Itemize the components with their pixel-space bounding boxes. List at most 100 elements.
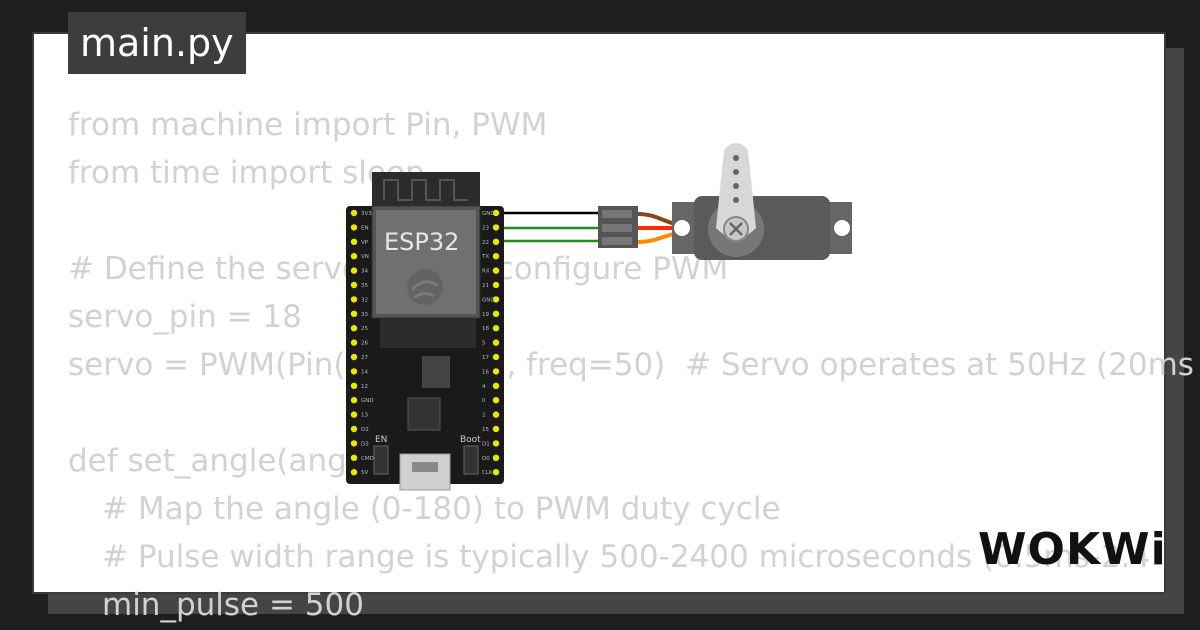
pin-25[interactable] (350, 325, 358, 332)
pin-label: 25 (361, 326, 368, 332)
pin-label: GND (482, 211, 495, 217)
pin-en[interactable] (350, 224, 358, 231)
pin-d3[interactable] (350, 440, 358, 447)
pin-label: 22 (482, 240, 489, 246)
pin-clk[interactable] (492, 469, 500, 476)
pin-15[interactable] (492, 425, 500, 433)
en-button[interactable] (373, 445, 389, 475)
pin-33[interactable] (350, 310, 358, 317)
pin-label: 13 (361, 413, 368, 419)
pin-d2[interactable] (350, 425, 358, 433)
pin-label: GND (482, 297, 495, 303)
board-label: ESP32 (384, 228, 459, 256)
pin-label: TX (481, 254, 489, 260)
pin-vn[interactable] (350, 253, 358, 260)
pin-label: 23 (482, 225, 489, 231)
pin-label: RX (482, 269, 490, 275)
pin-22[interactable] (492, 238, 500, 245)
pin-18[interactable] (492, 325, 500, 332)
pin-gnd[interactable] (350, 397, 358, 404)
pin-rx[interactable] (492, 267, 500, 274)
boot-label: Boot (460, 435, 481, 445)
pin-12[interactable] (350, 382, 358, 389)
pin-2[interactable] (492, 411, 500, 418)
servo-motor[interactable] (672, 143, 852, 260)
pin-tx[interactable] (492, 253, 500, 260)
servo-screw-icon (729, 222, 743, 236)
pin-label: VP (361, 240, 369, 246)
pin-5v[interactable] (350, 469, 358, 476)
pin-label: 21 (482, 283, 489, 289)
pin-label: CMD (361, 456, 374, 462)
pin-27[interactable] (350, 353, 358, 361)
pin-0[interactable] (492, 397, 500, 404)
pin-label: 15 (482, 427, 489, 433)
pin-19[interactable] (492, 310, 500, 317)
pin-3v3[interactable] (350, 209, 358, 217)
pin-label: 26 (361, 341, 368, 347)
code-card (32, 32, 1166, 594)
pin-14[interactable] (350, 368, 358, 375)
pin-label: 2 (482, 413, 486, 419)
code-line: from machine import Pin, PWM (68, 107, 548, 143)
logo-text: WOKWi (978, 524, 1167, 575)
voltage-regulator (422, 356, 450, 388)
pin-label: 33 (361, 312, 368, 318)
code-line: min_pulse = 500 (102, 587, 364, 623)
pin-label: D0 (482, 456, 490, 462)
en-label: EN (375, 435, 387, 445)
pin-21[interactable] (492, 281, 500, 289)
pin-label: CLK (482, 470, 493, 476)
esp32-board[interactable]: ESP32 EN Boot 3V3ENVPVN34353233252627141… (346, 172, 504, 491)
pin-label: 34 (361, 269, 368, 275)
pin-cmd[interactable] (350, 454, 358, 461)
servo-connector[interactable] (598, 206, 693, 248)
pin-label: 12 (361, 384, 368, 390)
boot-button[interactable] (463, 445, 479, 475)
espressif-logo-icon (407, 269, 443, 305)
pin-label: 14 (361, 369, 368, 375)
pin-label: 16 (482, 369, 489, 375)
pin-label: 5V (361, 470, 368, 476)
pin-label: 3V3 (361, 211, 372, 217)
pin-32[interactable] (350, 296, 358, 303)
pin-label: 35 (361, 283, 368, 289)
pin-d1[interactable] (492, 440, 500, 447)
pin-label: D2 (361, 427, 369, 433)
wokwi-logo[interactable]: WOKWi (978, 524, 1167, 575)
servo-mount-hole-right (834, 220, 850, 236)
code-line: # Pulse width range is typically 500-240… (102, 539, 1151, 575)
pin-gnd[interactable] (492, 296, 500, 303)
pin-17[interactable] (492, 353, 500, 361)
pin-label: 18 (482, 326, 489, 332)
pin-label: GND (361, 398, 374, 404)
pin-label: 4 (482, 384, 486, 390)
pin-26[interactable] (350, 339, 358, 346)
pin-label: D1 (482, 441, 490, 447)
pin-23[interactable] (492, 224, 500, 231)
pin-label: D3 (361, 441, 369, 447)
servo-horn[interactable] (716, 143, 756, 238)
pin-34[interactable] (350, 267, 358, 274)
pin-label: 19 (482, 312, 489, 318)
pin-gnd[interactable] (492, 209, 500, 217)
pin-label: EN (361, 225, 369, 231)
file-tab[interactable]: main.py (68, 12, 246, 74)
pin-label: 5 (482, 341, 486, 347)
pin-5[interactable] (492, 339, 500, 346)
file-tab-label: main.py (80, 21, 234, 65)
code-line: servo_pin = 18 (68, 299, 302, 335)
pin-vp[interactable] (350, 238, 358, 245)
pin-13[interactable] (350, 411, 358, 418)
pin-label: 32 (361, 297, 368, 303)
code-line: from time import sleep (68, 155, 425, 191)
pin-d0[interactable] (492, 454, 500, 461)
pin-35[interactable] (350, 281, 358, 289)
pin-16[interactable] (492, 368, 500, 375)
code-line: # Map the angle (0-180) to PWM duty cycl… (102, 491, 781, 527)
left-pin-header: 3V3ENVPVN343532332526271412GND13D2D3CMD5… (350, 209, 374, 476)
pin-label: 27 (361, 355, 368, 361)
pin-4[interactable] (492, 382, 500, 389)
